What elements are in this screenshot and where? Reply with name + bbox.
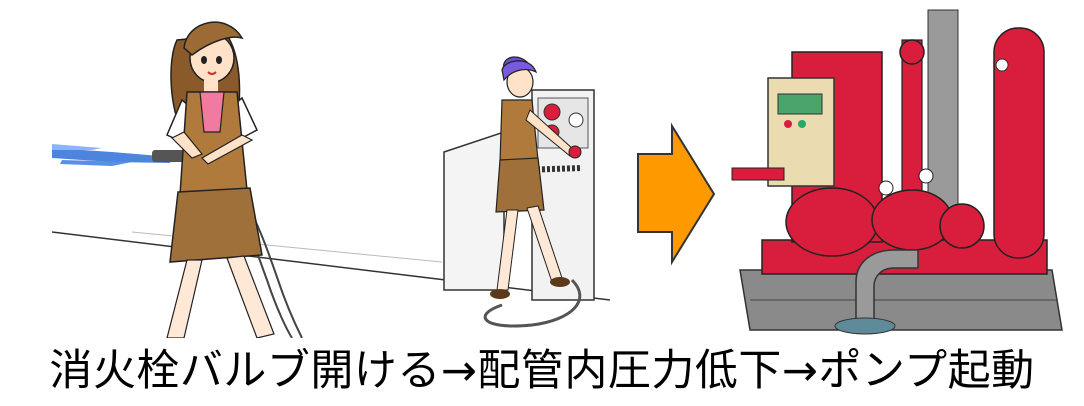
- process-arrow: [628, 120, 724, 268]
- fire-pump-unit-illustration: [722, 0, 1074, 352]
- woman-with-hose: [166, 21, 275, 338]
- hydrant-operation-illustration: [52, 0, 610, 338]
- process-caption: 消火栓バルブ開ける→配管内圧力低下→ポンプ起動: [49, 346, 1035, 396]
- water-spray: [52, 144, 172, 166]
- woman-opening-valve: [490, 56, 582, 299]
